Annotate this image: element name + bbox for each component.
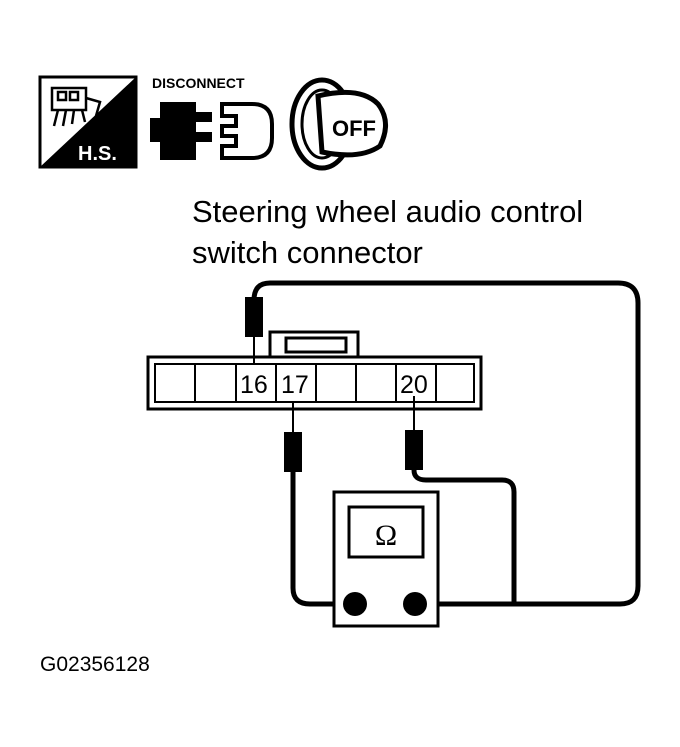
pin-label-17: 17 [281, 371, 309, 399]
disconnect-label: DISCONNECT [152, 75, 245, 91]
harness-side-label: H.S. [78, 143, 117, 165]
meter-terminal-right [403, 592, 427, 616]
title-line-1: Steering wheel audio control [192, 194, 583, 229]
probe-pin17 [284, 402, 302, 472]
ignition-off-label: OFF [332, 116, 376, 141]
connector-body: 16 17 20 [146, 330, 483, 411]
key-icon [315, 89, 388, 158]
connector-plug-icon [50, 86, 102, 127]
ignition-off-icon: OFF [289, 77, 388, 171]
lead-pin20 [411, 467, 517, 604]
probe-pin16 [245, 297, 263, 364]
harness-side-icon: H.S. [38, 75, 138, 169]
figure-id: G02356128 [40, 653, 150, 676]
lead-pin16 [251, 280, 641, 607]
disconnect-icon: DISCONNECT [150, 75, 274, 160]
probe-pin20 [405, 396, 423, 470]
meter-terminal-left [343, 592, 367, 616]
test-leads [251, 280, 641, 607]
plug-female-icon [220, 102, 274, 160]
pin-label-16: 16 [240, 371, 268, 399]
ohm-symbol: Ω [375, 519, 397, 552]
plug-male-icon [160, 102, 212, 160]
lead-pin17 [290, 470, 355, 607]
title-line-2: switch connector [192, 235, 423, 270]
ohmmeter: Ω [332, 490, 440, 628]
pin-label-20: 20 [400, 371, 428, 399]
